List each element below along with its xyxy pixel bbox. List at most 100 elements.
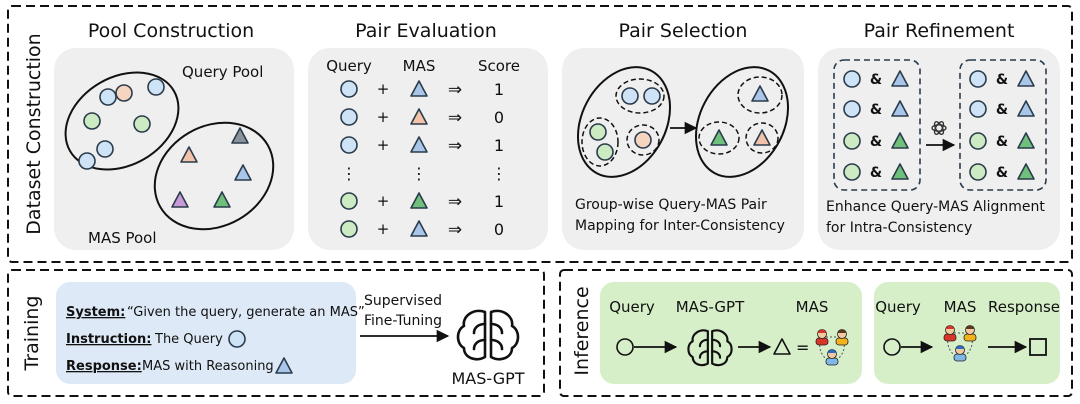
mas-group-dashed xyxy=(698,121,740,155)
pair-refinement-caption-1: Enhance Query-MAS Alignment xyxy=(826,199,1045,215)
ampersand: & xyxy=(996,102,1008,118)
query-circle xyxy=(147,78,165,96)
query-circle xyxy=(969,70,987,88)
query-group-ellipse xyxy=(576,66,672,178)
inference-generation-panel xyxy=(600,282,862,384)
inference-query-label-2: Query xyxy=(875,298,921,316)
inference-model-label: MAS-GPT xyxy=(676,298,745,316)
mas-triangle xyxy=(410,220,428,237)
mas-triangle xyxy=(410,192,428,209)
mas-triangle xyxy=(1017,132,1035,149)
query-groups xyxy=(581,78,665,167)
query-circle xyxy=(340,192,358,210)
mas-group-ellipse xyxy=(694,66,790,178)
dataset-construction-side-label: Dataset Construction xyxy=(23,33,45,234)
query-circle xyxy=(340,220,358,238)
query-circle xyxy=(634,131,652,149)
mas-triangle xyxy=(231,127,249,144)
implies-arrow: ⇒ xyxy=(448,136,462,156)
mas-triangle xyxy=(410,80,428,97)
evaluation-rows: +⇒1+⇒0+⇒1+⇒1+⇒0⋮⋮⋮ xyxy=(340,80,507,240)
query-group-dashed xyxy=(626,124,660,156)
query-circle xyxy=(969,163,987,181)
plus-sign: + xyxy=(377,220,390,238)
mas-triangle xyxy=(1017,100,1035,117)
mas-pool-label: MAS Pool xyxy=(88,229,157,247)
score-value: 0 xyxy=(494,108,504,127)
query-circle xyxy=(883,338,901,356)
query-circle xyxy=(616,338,634,356)
openai-icon xyxy=(931,121,947,135)
pool-construction-title: Pool Construction xyxy=(88,20,254,42)
query-circle xyxy=(843,163,861,181)
refinement-rows: &&&&&&&& xyxy=(843,70,1035,181)
mas-triangle xyxy=(180,146,198,163)
query-pool-ellipse xyxy=(64,71,180,171)
equals-sign: = xyxy=(796,338,809,357)
query-circle xyxy=(621,87,639,105)
query-circle xyxy=(83,112,101,130)
pair-selection-title: Pair Selection xyxy=(619,20,748,42)
mas-triangle xyxy=(275,357,293,374)
sft-label-1: Supervised xyxy=(364,293,442,309)
original-pairs-box xyxy=(833,59,921,191)
query-column-header: Query xyxy=(326,57,372,75)
brain-icon xyxy=(456,309,520,361)
mas-triangle xyxy=(1017,163,1035,180)
ampersand: & xyxy=(870,134,882,150)
mas-triangle xyxy=(751,85,769,102)
response-text: MAS with Reasoning xyxy=(142,359,274,374)
query-circle xyxy=(843,132,861,150)
query-pool-circles xyxy=(78,78,165,170)
pair-refinement-panel xyxy=(818,48,1060,250)
query-circle xyxy=(340,80,358,98)
mas-groups xyxy=(698,76,783,155)
agent-icon xyxy=(815,329,829,346)
implies-arrow: ⇒ xyxy=(448,220,462,240)
ampersand: & xyxy=(996,72,1008,88)
vertical-ellipsis: ⋮ xyxy=(411,164,427,183)
mas-gpt-model-label: MAS-GPT xyxy=(451,369,524,388)
vertical-ellipsis: ⋮ xyxy=(341,164,357,183)
agent-team-icon xyxy=(815,329,849,366)
ampersand: & xyxy=(996,165,1008,181)
pair-evaluation-panel xyxy=(308,48,548,250)
mas-triangle xyxy=(773,338,791,355)
mas-group-dashed xyxy=(737,76,783,114)
inference-mas-label-2: MAS xyxy=(944,298,977,316)
plus-sign: + xyxy=(377,80,390,98)
query-circle xyxy=(969,100,987,118)
query-circle xyxy=(115,84,133,102)
brain-icon xyxy=(687,329,733,367)
mas-triangle xyxy=(891,100,909,117)
response-key: Response: xyxy=(66,359,142,374)
mas-triangle xyxy=(410,108,428,125)
mas-triangle xyxy=(1017,70,1035,87)
mas-triangle xyxy=(410,136,428,153)
sft-label-2: Fine-Tuning xyxy=(364,313,442,329)
implies-arrow: ⇒ xyxy=(448,192,462,212)
mas-pool-ellipse xyxy=(153,121,275,231)
agent-team-icon xyxy=(943,325,977,362)
system-key: System: xyxy=(66,305,125,320)
ampersand: & xyxy=(870,165,882,181)
query-group-dashed xyxy=(615,78,665,114)
mas-triangle xyxy=(234,164,252,181)
inference-side-label: Inference xyxy=(571,286,593,375)
query-circle xyxy=(96,140,114,158)
query-circle xyxy=(589,123,607,141)
query-circle xyxy=(340,136,358,154)
query-group-dashed xyxy=(581,117,619,167)
ampersand: & xyxy=(996,134,1008,150)
instruction-key: Instruction: xyxy=(66,332,151,347)
inference-query-label: Query xyxy=(609,298,655,316)
query-circle xyxy=(99,88,117,106)
pair-selection-caption-1: Group-wise Query-MAS Pair xyxy=(575,197,767,213)
system-text: “Given the query, generate an MAS” xyxy=(127,305,365,320)
training-prompt-panel xyxy=(56,282,356,384)
training-frame xyxy=(7,269,545,397)
pair-evaluation-title: Pair Evaluation xyxy=(355,20,497,42)
query-circle xyxy=(228,330,246,348)
mas-triangle xyxy=(213,191,231,208)
refined-pairs-box xyxy=(959,59,1047,191)
